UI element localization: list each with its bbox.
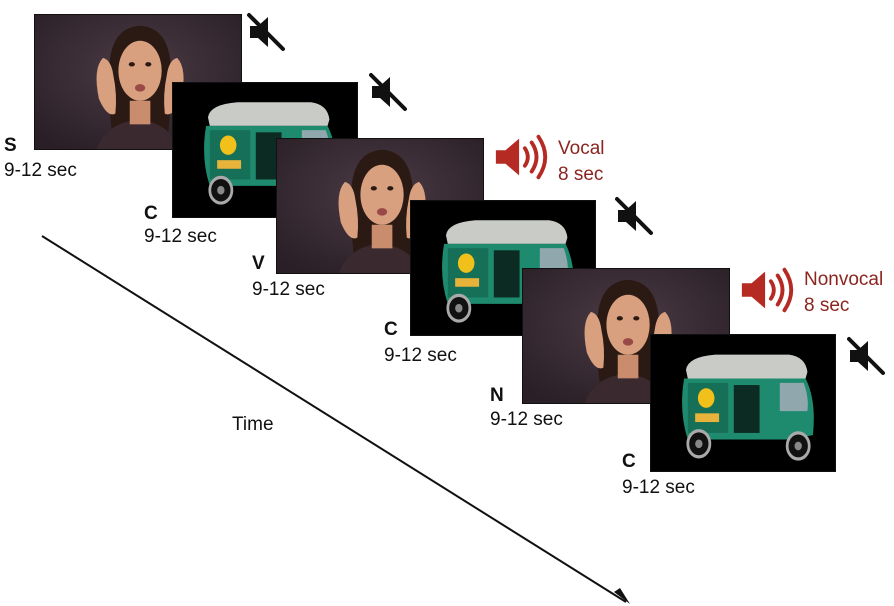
trial-duration: 9-12 sec bbox=[622, 477, 695, 498]
mute-icon bbox=[247, 13, 285, 51]
trial-letter: N bbox=[490, 385, 504, 406]
trial-duration: 9-12 sec bbox=[490, 409, 563, 430]
trial-duration: 9-12 sec bbox=[144, 226, 217, 247]
stimulus-frame-auto-rickshaw bbox=[650, 334, 836, 472]
mute-icon bbox=[615, 197, 653, 235]
trial-duration: 9-12 sec bbox=[384, 345, 457, 366]
trial-letter: C bbox=[384, 319, 398, 340]
speaker-icon bbox=[739, 267, 794, 313]
sound-label: Vocal bbox=[558, 138, 605, 159]
trial-letter: S bbox=[4, 135, 17, 156]
speaker-icon bbox=[493, 134, 548, 180]
sound-duration: 8 sec bbox=[558, 164, 604, 185]
trial-duration: 9-12 sec bbox=[4, 160, 77, 181]
trial-duration: 9-12 sec bbox=[252, 279, 325, 300]
sound-duration: 8 sec bbox=[804, 295, 850, 316]
trial-letter: C bbox=[144, 203, 158, 224]
trial-letter: C bbox=[622, 451, 636, 472]
mute-icon bbox=[369, 73, 407, 111]
sound-label: Nonvocal bbox=[804, 269, 884, 290]
mute-icon bbox=[847, 337, 885, 375]
time-label: Time bbox=[232, 414, 274, 435]
trial-letter: V bbox=[252, 253, 265, 274]
